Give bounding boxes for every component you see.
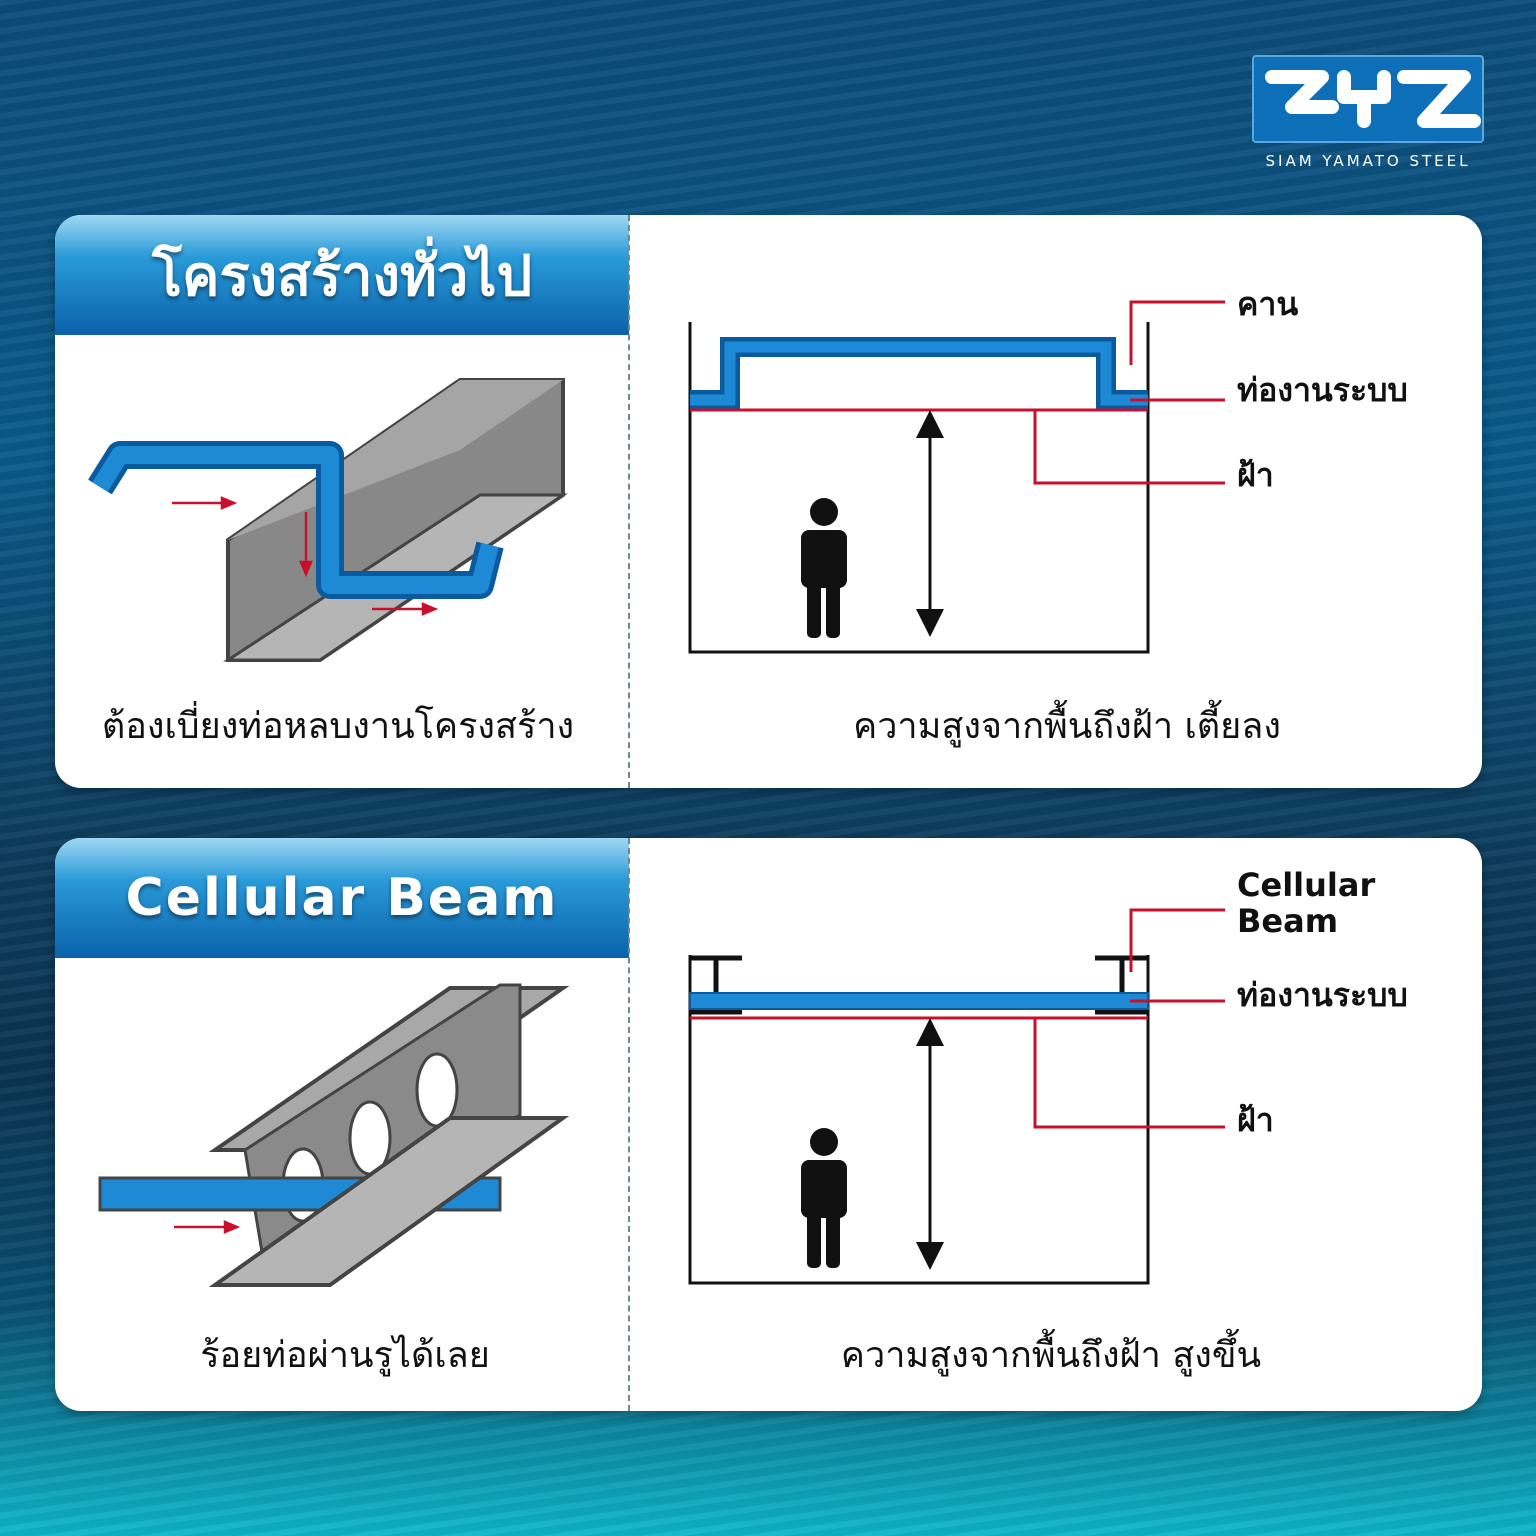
label-beam: Beam	[1237, 902, 1339, 940]
label-ceiling: ฝ้า	[1237, 1101, 1274, 1139]
right-caption: ความสูงจากพื้นถึงฝ้า สูงขึ้น	[840, 1335, 1262, 1376]
label-beam: คาน	[1237, 285, 1299, 323]
right-caption: ความสูงจากพื้นถึงฝ้า เตี้ยลง	[853, 706, 1281, 747]
panel-title: Cellular Beam	[55, 838, 629, 958]
sys-logo-mark	[1265, 70, 1481, 128]
person-icon	[801, 1128, 847, 1268]
panel-cellular-beam: Cellular Beam Cellular Beam ท่องานระบบ ฝ…	[55, 838, 1482, 1411]
sys-logo	[1252, 55, 1484, 143]
label-cellular: Cellular	[1237, 866, 1376, 904]
label-ceiling: ฝ้า	[1237, 456, 1274, 494]
divider	[628, 215, 630, 788]
steel-beam-illustration	[88, 300, 1225, 662]
left-caption: ร้อยท่อผ่านรูได้เลย	[200, 1335, 490, 1376]
diagram-cellular	[98, 908, 1225, 1287]
person-icon	[801, 498, 847, 638]
diagram-general	[88, 300, 1225, 662]
label-duct: ท่องานระบบ	[1237, 371, 1408, 409]
divider	[628, 838, 630, 1411]
height-arrow	[916, 410, 944, 637]
panel-general-structure: โครงสร้างทั่วไป คาน ท่องานระบบ ฝ้า ต้องเ…	[55, 215, 1482, 788]
panel-title: โครงสร้างทั่วไป	[55, 215, 629, 335]
logo-text: SIAM YAMATO STEEL	[1265, 152, 1471, 170]
cellular-beam-illustration	[98, 908, 1225, 1287]
leader-lines	[1033, 300, 1225, 485]
left-caption: ต้องเบี่ยงท่อหลบงานโครงสร้าง	[101, 706, 575, 747]
label-duct: ท่องานระบบ	[1237, 976, 1408, 1014]
flow-arrows	[172, 496, 439, 616]
